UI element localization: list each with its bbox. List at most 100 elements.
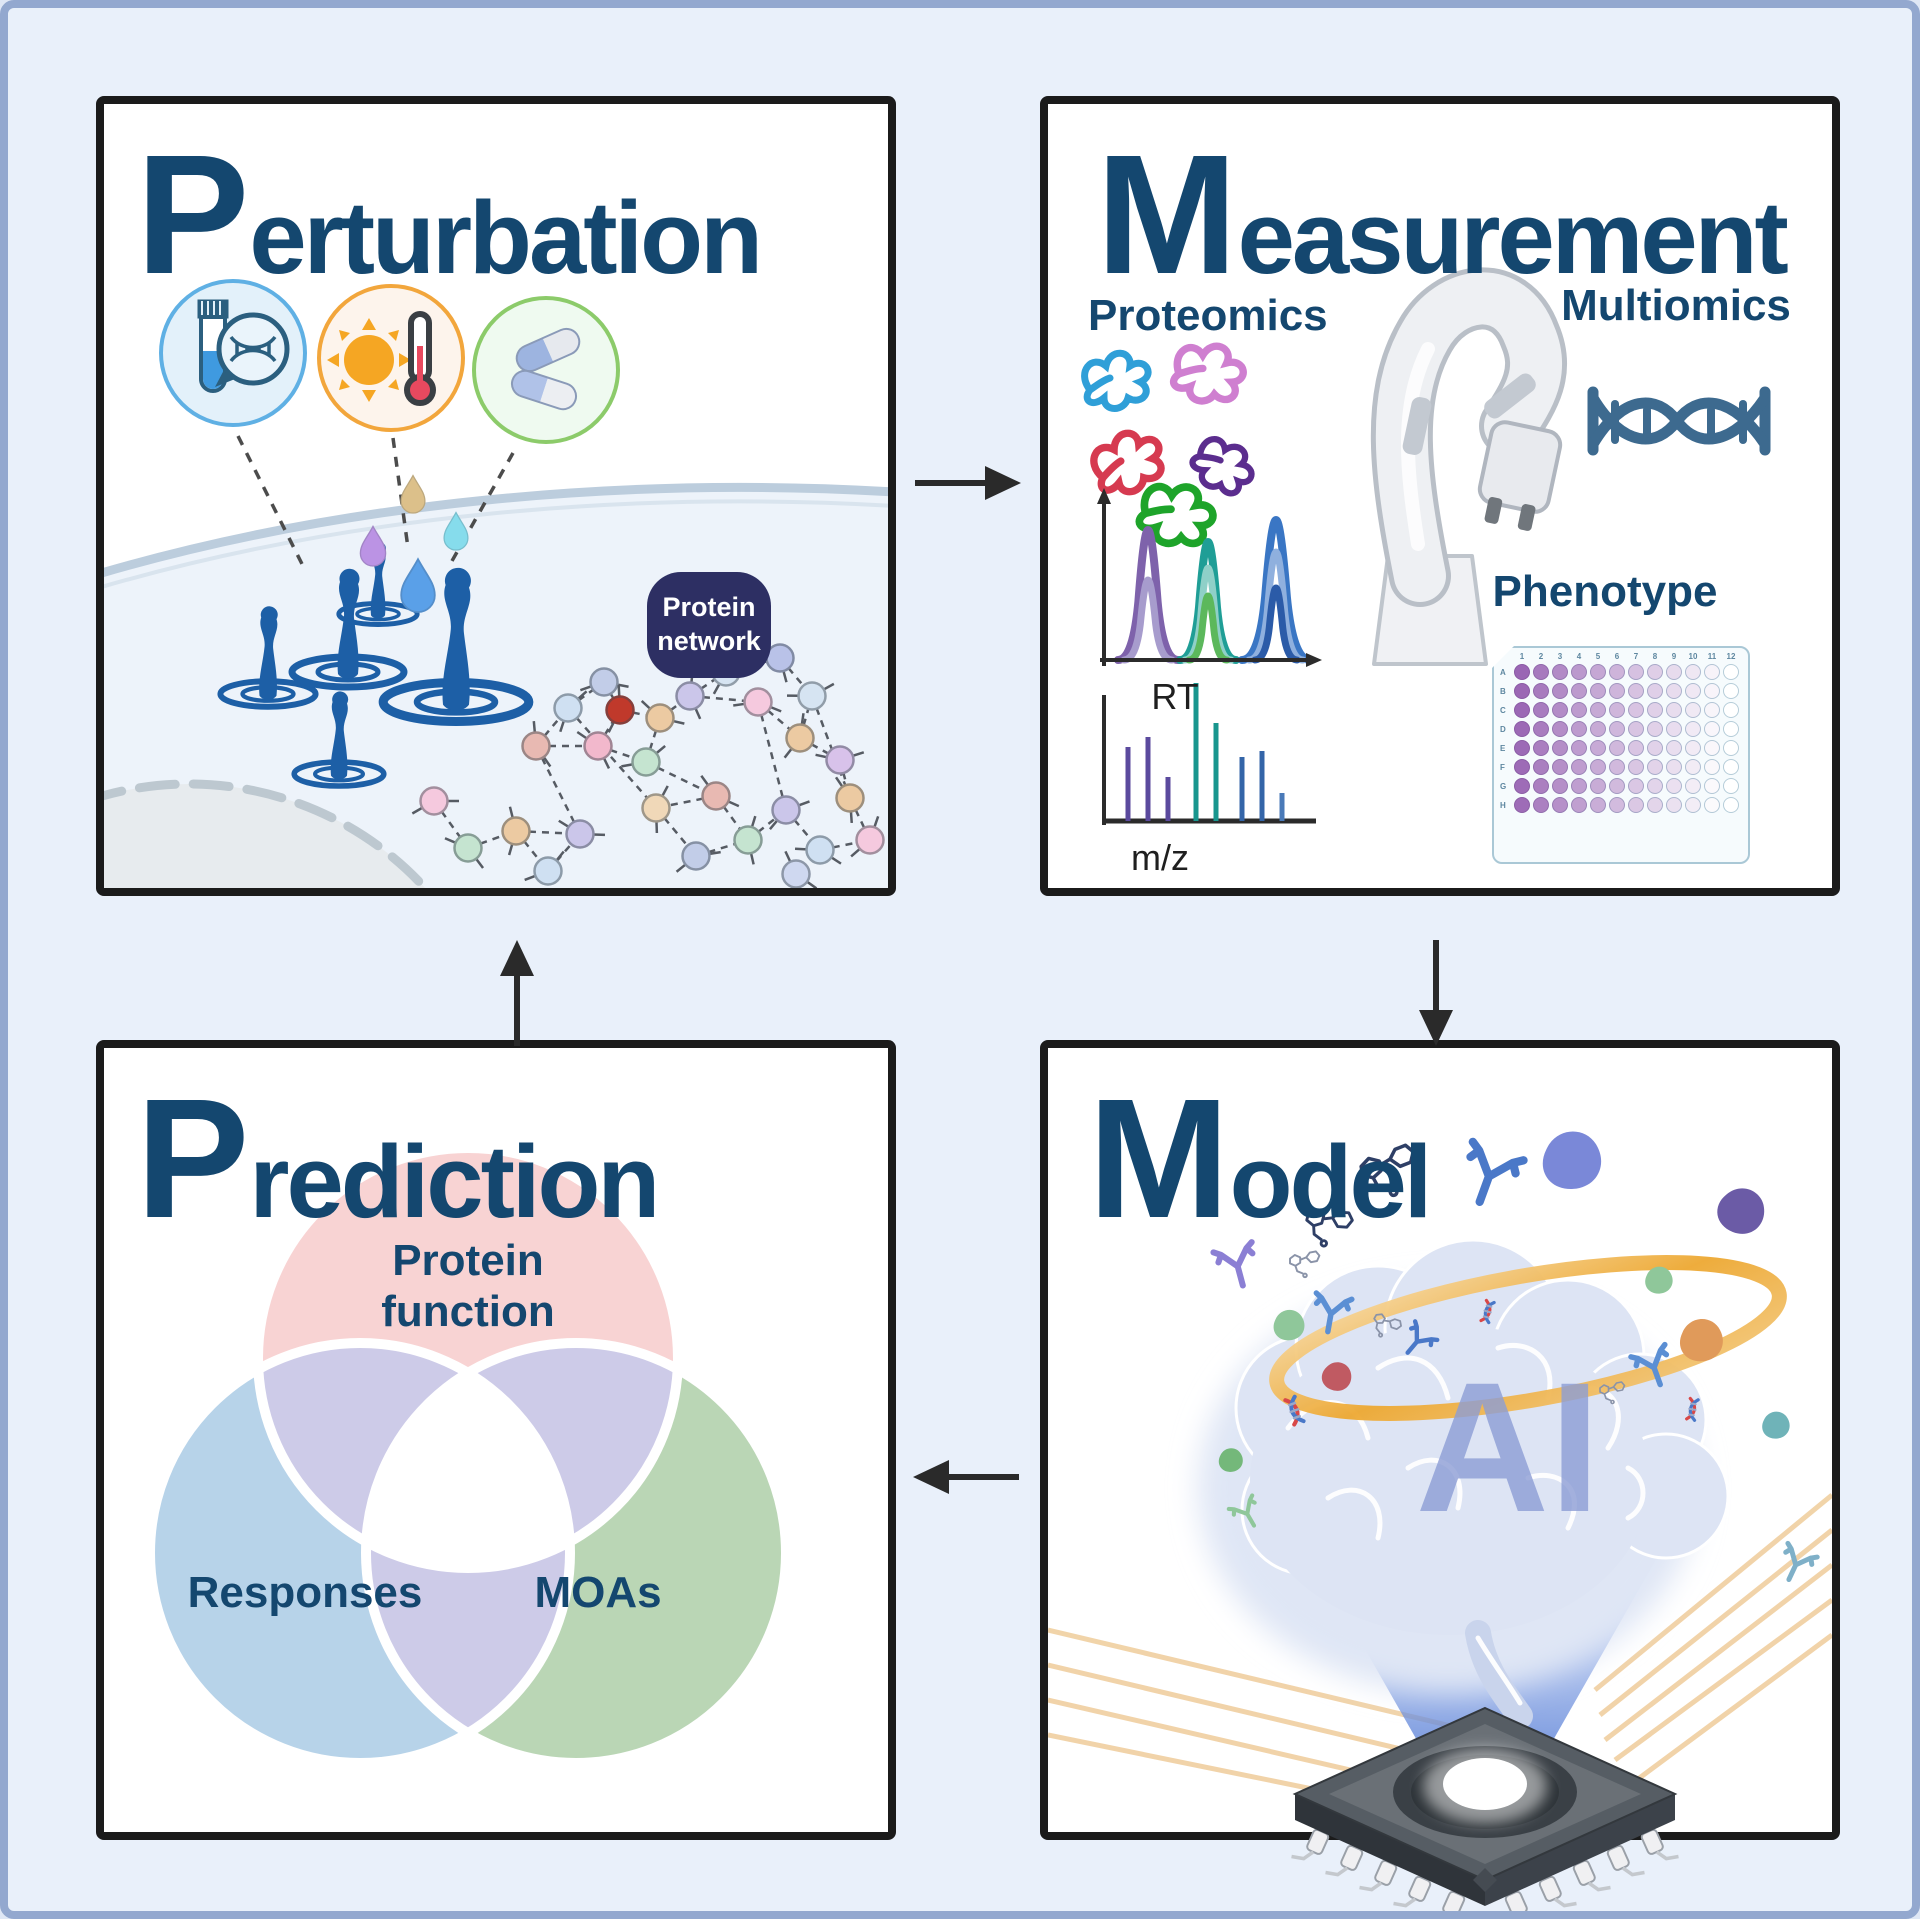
plate-well [1571, 778, 1587, 794]
plate-well [1647, 702, 1663, 718]
capsule-icon [510, 327, 581, 411]
protein-node [533, 856, 563, 886]
plate-well [1628, 740, 1644, 756]
ai-label: AI [1415, 1345, 1601, 1551]
sun-icon [327, 318, 411, 402]
plate-well [1723, 702, 1739, 718]
protein-network-label: Protein network [647, 572, 771, 678]
plate-well [1533, 702, 1549, 718]
venn-label-moas: MOAs [534, 1568, 662, 1617]
blob-icon [1273, 1309, 1305, 1341]
plate-well [1723, 797, 1739, 813]
plate-well [1647, 759, 1663, 775]
protein-network [411, 639, 885, 888]
plate-well [1514, 759, 1530, 775]
plate-well [1514, 664, 1530, 680]
blob-icon [1762, 1411, 1790, 1439]
antibody-icon [1454, 1142, 1523, 1211]
plate-well [1552, 759, 1568, 775]
plate-well [1647, 797, 1663, 813]
plate-well [1609, 683, 1625, 699]
protein-node [743, 687, 773, 717]
protein-node [733, 825, 763, 855]
title-rest: rediction [249, 1123, 660, 1239]
plate-well [1723, 683, 1739, 699]
plate-well [1609, 778, 1625, 794]
splash [217, 606, 319, 710]
model-art [1048, 1131, 1832, 1818]
blob-icon [1645, 1266, 1673, 1294]
plate-well [1647, 778, 1663, 794]
multiomics-label: Multiomics [1561, 281, 1791, 330]
venn-diagram [145, 1143, 791, 1768]
plate-well [1685, 702, 1701, 718]
protein-node [501, 816, 531, 846]
protein-node [835, 783, 865, 813]
protein-node [797, 681, 827, 711]
plate-well [1628, 702, 1644, 718]
plate-well [1723, 664, 1739, 680]
dna-helix-icon [1587, 386, 1771, 456]
protein-node [521, 731, 551, 761]
plate-well [1628, 664, 1644, 680]
plate-well [1533, 721, 1549, 737]
splash [288, 568, 408, 691]
cell-membrane-inner [104, 499, 888, 589]
plate-well [1571, 664, 1587, 680]
protein-node [701, 781, 731, 811]
protein-network-label-line2: network [657, 626, 761, 656]
plate-well [1533, 683, 1549, 699]
plate-well [1514, 702, 1530, 718]
plate-col-label: 7 [1633, 652, 1639, 661]
plate-well [1609, 721, 1625, 737]
rt-axis-label: RT [1151, 676, 1199, 717]
plate-well [1704, 702, 1720, 718]
plate-well [1609, 702, 1625, 718]
falling-droplet [400, 474, 426, 514]
plate-well [1571, 797, 1587, 813]
molecule-icon [1289, 1250, 1321, 1279]
plate-well [1514, 740, 1530, 756]
title-initial: P [136, 119, 250, 310]
plate-well [1533, 759, 1549, 775]
splash-group [217, 541, 534, 789]
protein-node [553, 693, 583, 723]
plate-well [1723, 721, 1739, 737]
plate-well [1666, 740, 1682, 756]
flow-arrow-right [915, 466, 1021, 500]
golden-orbit-ring [1269, 1255, 1787, 1421]
chip-light-dome [1443, 1758, 1527, 1810]
protein-node [771, 795, 801, 825]
plate-well [1628, 778, 1644, 794]
protein-node [825, 745, 855, 775]
plate-col-label: 10 [1688, 652, 1698, 661]
plate-well [1571, 702, 1587, 718]
plate-well [1609, 740, 1625, 756]
plate-well [1590, 702, 1606, 718]
plate-well [1533, 778, 1549, 794]
plate-well [1571, 740, 1587, 756]
protein-squiggles [1085, 335, 1261, 556]
plate-col-label: 2 [1538, 652, 1544, 661]
protein-node [681, 841, 711, 871]
plate-well [1590, 721, 1606, 737]
venn-label-responses: Responses [187, 1568, 423, 1617]
plate-row: G [1500, 778, 1742, 794]
plate-well [1666, 797, 1682, 813]
plate-well [1685, 740, 1701, 756]
chip-pins [1291, 1828, 1679, 1911]
plate-well [1685, 778, 1701, 794]
plate-well [1666, 759, 1682, 775]
venn-label-protein-function: Protein function [381, 1236, 555, 1336]
protein-node [631, 747, 661, 777]
plate-col-label: 6 [1614, 652, 1620, 661]
plate-row: A [1500, 664, 1742, 680]
protein-squiggle [1085, 353, 1149, 408]
plate-well [1666, 683, 1682, 699]
